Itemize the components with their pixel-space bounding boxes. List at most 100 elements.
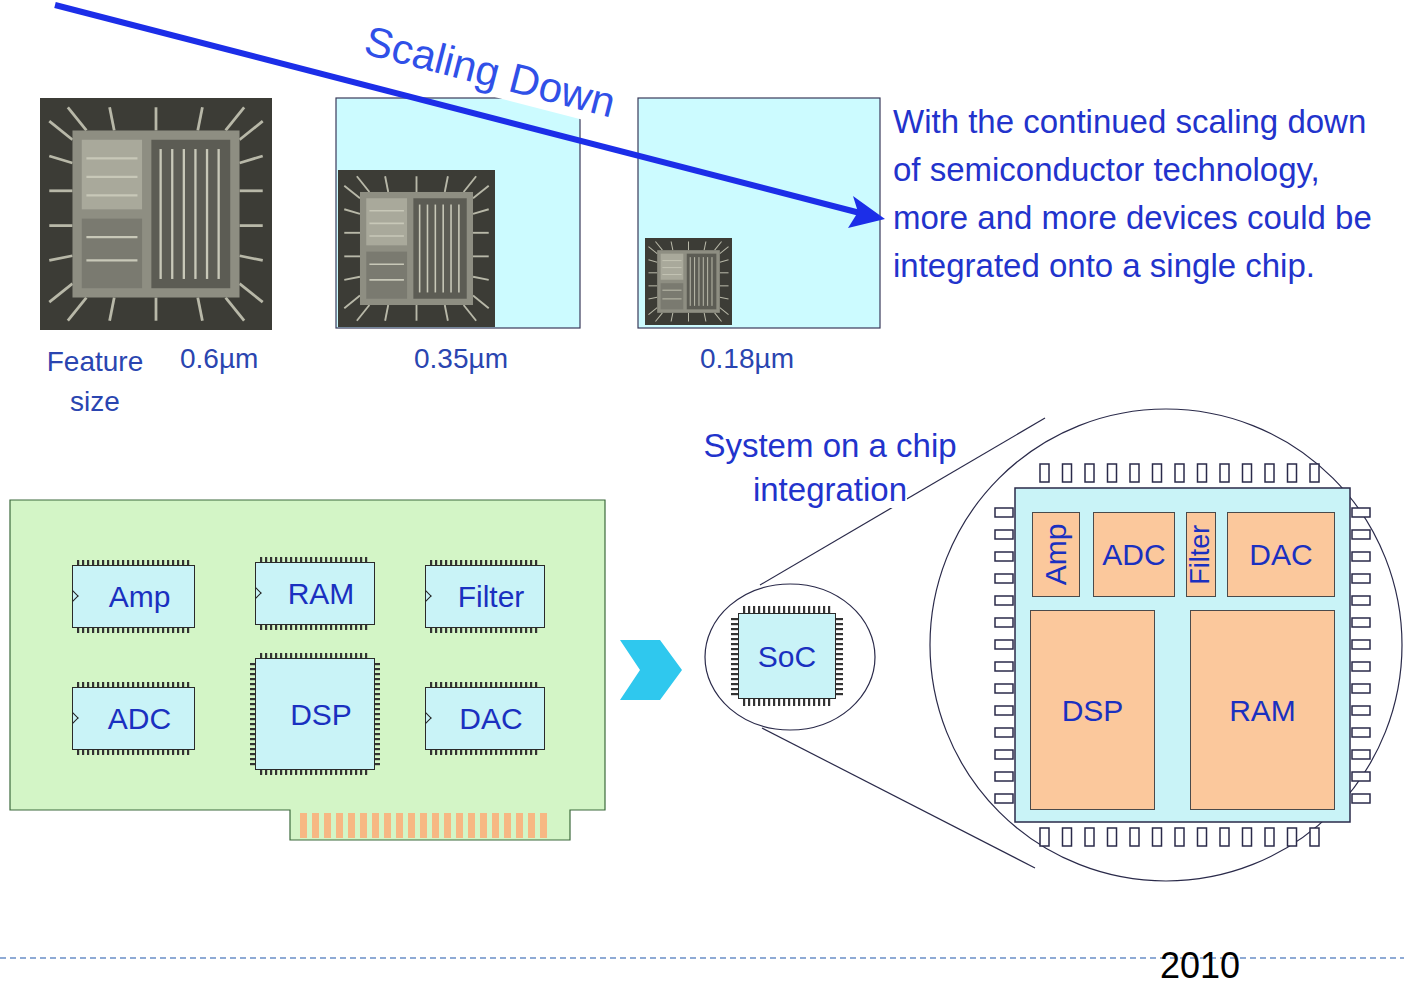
chip-pin (1352, 552, 1370, 561)
chip-pin (773, 606, 775, 613)
chip-pin (137, 628, 139, 633)
chip-pin (1063, 464, 1072, 482)
chip-label: DSP (1062, 694, 1124, 727)
chip-pin (490, 750, 492, 755)
chip-pin (515, 628, 517, 633)
chip-pin (117, 750, 119, 755)
chip-pin (798, 606, 800, 613)
ip-block: Amp (1032, 512, 1080, 597)
chip-pin (315, 625, 317, 630)
chip-pin (836, 678, 843, 680)
chip-pin (510, 750, 512, 755)
chip-pin (836, 648, 843, 650)
chip-pin (465, 750, 467, 755)
chip-label: RAM (288, 577, 355, 610)
chip-pin (1085, 464, 1094, 482)
chip-pin (315, 770, 317, 775)
chip-pin (836, 628, 843, 630)
chip-pin (748, 606, 750, 613)
chip-pin (836, 658, 843, 660)
chip-pin (345, 770, 347, 775)
chip-pin (335, 625, 337, 630)
chip-pin (535, 628, 537, 633)
chip-pin (520, 628, 522, 633)
chip-pin (1130, 828, 1139, 846)
chip-pin (995, 684, 1013, 693)
chip-pin (360, 625, 362, 630)
chip-pin (330, 770, 332, 775)
chip-pin (305, 625, 307, 630)
chip-pin (375, 753, 380, 755)
chip-pin (798, 699, 800, 706)
chip-pin (260, 625, 262, 630)
chip-pin (260, 770, 262, 775)
chip-pin (375, 763, 380, 765)
chip-pin (1310, 464, 1319, 482)
chip-pin (122, 750, 124, 755)
chip-pin (375, 688, 380, 690)
chip-pin (300, 625, 302, 630)
chip-pin (995, 706, 1013, 715)
edge-finger (348, 813, 355, 838)
edge-finger (444, 813, 451, 838)
chip-pin (365, 625, 367, 630)
chip-pin (82, 628, 84, 633)
chip-pin (495, 628, 497, 633)
edge-finger (420, 813, 427, 838)
chip-pin (731, 633, 738, 635)
chip-label: RAM (1229, 694, 1296, 727)
chip-pin (793, 606, 795, 613)
chip-pin (530, 628, 532, 633)
chip-pin (320, 770, 322, 775)
chip-pin (360, 770, 362, 775)
chip-pin (1220, 464, 1229, 482)
chip-pin (162, 750, 164, 755)
chip-pin (345, 625, 347, 630)
chip-label: ADC (1102, 538, 1165, 571)
edge-finger (540, 813, 547, 838)
chip-pin (305, 770, 307, 775)
chip-notch (420, 590, 431, 601)
chip-pin (1243, 828, 1252, 846)
chip-box: SoC (738, 613, 836, 699)
chip-pin (132, 628, 134, 633)
chip-pin (1153, 464, 1162, 482)
chip-pin (758, 606, 760, 613)
edge-finger (528, 813, 535, 838)
edge-finger (360, 813, 367, 838)
chip-pin (731, 678, 738, 680)
chip-pin (823, 606, 825, 613)
chip-pin (435, 628, 437, 633)
chip-pin (530, 750, 532, 755)
chip-pin (731, 683, 738, 685)
edge-finger (384, 813, 391, 838)
chip-pin (995, 596, 1013, 605)
chip-pin (375, 698, 380, 700)
text-label: 0.18µm (700, 343, 794, 374)
chip-pin (995, 574, 1013, 583)
chip-pin (172, 750, 174, 755)
chip-pin (1352, 662, 1370, 671)
chip-pin (375, 713, 380, 715)
text-label: 0.6µm (180, 342, 258, 376)
chip-pin (743, 699, 745, 706)
chip-pin (285, 770, 287, 775)
chip-pin (731, 643, 738, 645)
chip-pin (1352, 772, 1370, 781)
chip-pin (177, 750, 179, 755)
chip-pin (1352, 596, 1370, 605)
chip-pin (77, 628, 79, 633)
chip-pin (265, 625, 267, 630)
chip-pin (1352, 684, 1370, 693)
chip-pin (748, 699, 750, 706)
chip-pin (265, 770, 267, 775)
chip-pin (1310, 828, 1319, 846)
chip-pin (803, 699, 805, 706)
chip-pin (430, 628, 432, 633)
chip-pin (836, 668, 843, 670)
edge-finger (456, 813, 463, 838)
chip-pin (127, 628, 129, 633)
chip-pin (1085, 828, 1094, 846)
chip-pin (505, 750, 507, 755)
